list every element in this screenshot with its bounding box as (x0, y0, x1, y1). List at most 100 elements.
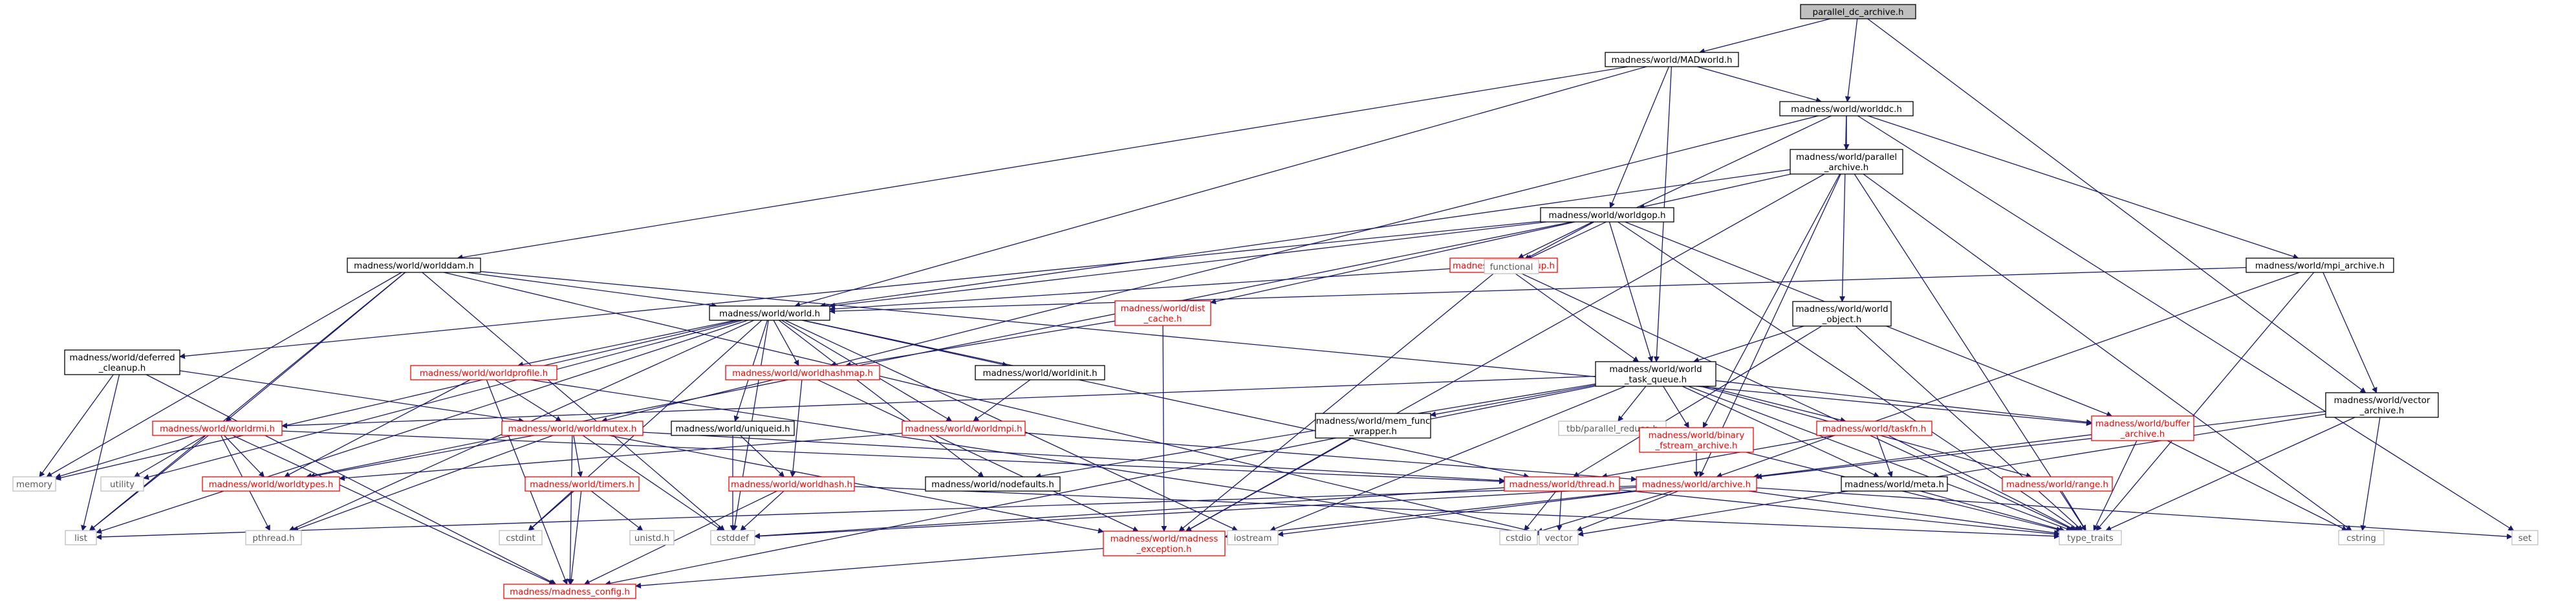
node-parallel-archive[interactable]: madness/world/parallel_archive.h (1790, 149, 1903, 175)
node-madworld[interactable]: madness/world/MADworld.h (1605, 52, 1739, 67)
node-world-object[interactable]: madness/world/world_object.h (1792, 301, 1892, 327)
node-label: madness/world/archive.h (1642, 480, 1751, 490)
node-worlddc[interactable]: madness/world/worlddc.h (1779, 101, 1914, 116)
edge-worldprofile-to-worldtypes (284, 379, 471, 477)
node-box (525, 476, 640, 492)
node-cstddef: cstddef (710, 530, 755, 545)
node-worldrmi[interactable]: madness/world/worldrmi.h (152, 421, 283, 436)
node-vector-archive[interactable]: madness/world/vector_archive.h (2325, 392, 2439, 418)
node-box (152, 421, 283, 436)
node-label: list (74, 534, 87, 543)
node-worldtypes[interactable]: madness/world/worldtypes.h (202, 476, 340, 492)
node-madness-exception[interactable]: madness/world/madness_exception.h (1103, 531, 1226, 556)
edge-world-to-memory (55, 320, 739, 481)
edge-worldrmi-to-worldtypes (224, 435, 265, 477)
edge-world_task_queue-to-iostream (1270, 386, 1626, 532)
edge-worlddc-to-set (1857, 115, 2515, 531)
node-timers[interactable]: madness/world/timers.h (525, 476, 640, 492)
node-root[interactable]: parallel_dc_archive.h (1800, 4, 1916, 19)
edge-worldprofile-to-worldmutex (495, 379, 562, 422)
node-label: cstring (2346, 534, 2376, 543)
node-worldmpi[interactable]: madness/world/worldmpi.h (902, 421, 1026, 436)
edge-worldhash-to-madness_config (583, 490, 777, 585)
node-box (2059, 530, 2122, 545)
node-label: madness/world/parallel (1796, 153, 1897, 162)
node-box (925, 476, 1061, 492)
edge-worlddam-to-vector (444, 272, 1540, 535)
edge-worlddam-to-list (89, 272, 406, 531)
node-label: madness/world/range.h (2006, 480, 2108, 490)
node-box (347, 258, 481, 273)
edge-parallel_archive-to-binary_fstream (1702, 173, 1841, 428)
edge-world_task_queue-to-mem_func_wrapper (1430, 384, 1596, 417)
node-nodefaults[interactable]: madness/world/nodefaults.h (925, 476, 1061, 492)
node-mem-func-wrapper[interactable]: madness/world/mem_func_wrapper.h (1315, 413, 1431, 439)
edge-archive-to-iostream (1277, 490, 1638, 537)
node-world-task-queue[interactable]: madness/world/world_task_queue.h (1595, 361, 1716, 387)
node-mpi-archive[interactable]: madness/world/mpi_archive.h (2246, 258, 2394, 273)
node-binary-fstream[interactable]: madness/world/binary_fstream_archive.h (1639, 427, 1754, 453)
node-label: madness/world/world (1609, 365, 1702, 375)
node-buffer-archive[interactable]: madness/world/buffer_archive.h (2091, 415, 2194, 441)
edge-world_task_queue-to-worldrmi (281, 375, 1596, 429)
edge-archive-to-vector (1576, 490, 1679, 532)
edge-worldgop-to-world (829, 221, 1547, 309)
node-worldprofile[interactable]: madness/world/worldprofile.h (410, 365, 557, 380)
edge-world_object-to-thread (1573, 325, 1823, 477)
edge-taskfn-to-meta (1876, 435, 1893, 477)
node-box (975, 365, 1105, 380)
node-worldgop[interactable]: madness/world/worldgop.h (1540, 207, 1674, 223)
node-deferred-cleanup[interactable]: madness/world/deferred_cleanup.h (64, 349, 180, 375)
edge-world_task_queue-to-meta (1682, 386, 1880, 477)
node-label: _fstream_archive.h (1655, 441, 1738, 451)
dependency-nodes: parallel_dc_archive.h madness/world/MADwo… (12, 4, 2538, 599)
node-label: memory (16, 480, 52, 490)
node-box (2246, 258, 2394, 273)
node-label: set (2518, 534, 2531, 543)
node-worlddam[interactable]: madness/world/worlddam.h (347, 258, 481, 273)
node-meta[interactable]: madness/world/meta.h (1841, 476, 1948, 492)
edge-world-to-list (96, 320, 748, 534)
node-label: madness/world/meta.h (1845, 480, 1944, 490)
node-box (710, 530, 755, 545)
node-label: madness/world/MADworld.h (1612, 56, 1733, 65)
node-dist-cache[interactable]: madness/world/dist_cache.h (1114, 300, 1211, 326)
node-label: unistd.h (634, 534, 669, 543)
node-world[interactable]: madness/world/world.h (709, 305, 830, 321)
edge-worldhash-to-cstddef (740, 490, 785, 531)
node-box (1605, 52, 1739, 67)
node-box (725, 365, 880, 380)
node-box (728, 476, 855, 492)
node-worldmutex[interactable]: madness/world/worldmutex.h (501, 421, 644, 436)
edge-worlddam-to-world (466, 272, 718, 309)
edge-thread-to-vector (1556, 490, 1563, 531)
node-box (1484, 259, 1539, 274)
node-label: _cache.h (1143, 314, 1182, 324)
node-thread[interactable]: madness/world/thread.h (1504, 476, 1620, 492)
edge-madworld-to-worldgop (1609, 66, 1669, 208)
edge-worldmutex-to-madness_exception (609, 435, 1104, 534)
node-box (629, 530, 675, 545)
edge-madworld-to-worlddam (457, 66, 1629, 261)
node-label: utility (110, 480, 135, 490)
node-uniqueid[interactable]: madness/world/uniqueid.h (671, 421, 795, 436)
edge-parallel_archive-to-madness_exception (1185, 173, 1825, 532)
node-label: madness/world/uniqueid.h (675, 424, 790, 434)
node-madness-config[interactable]: madness/madness_config.h (503, 584, 636, 599)
node-range[interactable]: madness/world/range.h (2002, 476, 2113, 492)
node-box (1504, 476, 1620, 492)
node-worldhash[interactable]: madness/world/worldhash.h (728, 476, 855, 492)
node-taskfn[interactable]: madness/world/taskfn.h (1816, 421, 1932, 436)
node-worldinit[interactable]: madness/world/worldinit.h (975, 365, 1105, 380)
node-worldhashmap[interactable]: madness/world/worldhashmap.h (725, 365, 880, 380)
edge-thread-to-type_traits (1619, 489, 2060, 537)
edge-thread-to-cstddef (754, 487, 1505, 539)
node-box (501, 421, 644, 436)
node-box (1540, 207, 1674, 223)
node-archive[interactable]: madness/world/archive.h (1636, 476, 1757, 492)
node-cstdio: cstdio (1499, 530, 1538, 545)
node-box (64, 349, 180, 375)
edge-group-to-type_traits (1519, 272, 2076, 531)
node-box (709, 305, 830, 321)
dependency-edges (39, 18, 2515, 589)
